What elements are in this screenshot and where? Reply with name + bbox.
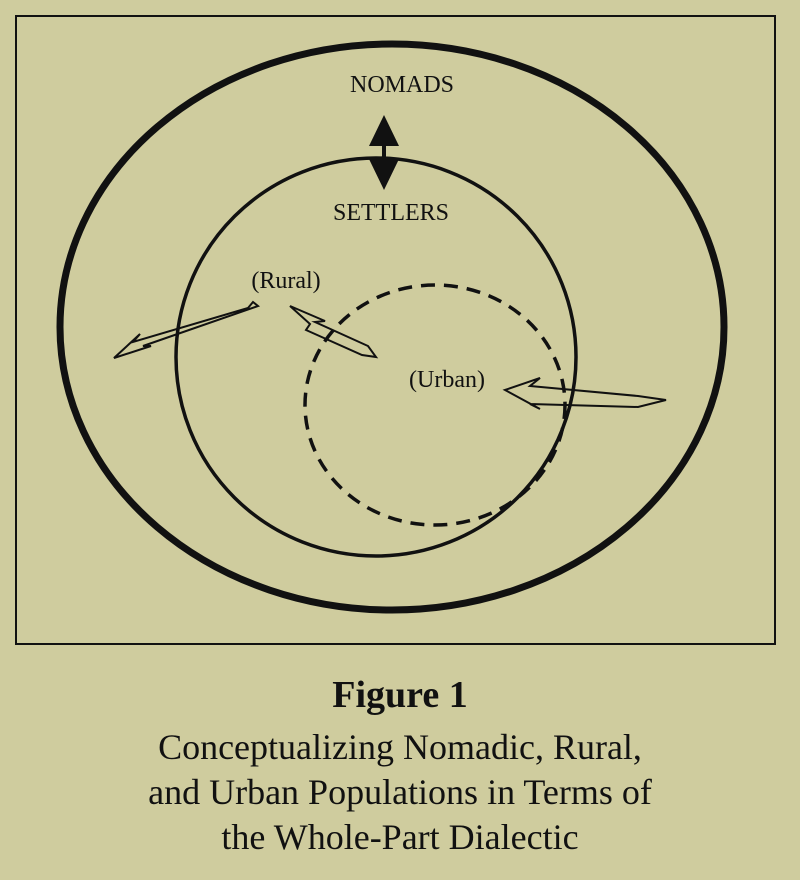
whole-part-diagram: NOMADS SETTLERS (Rural) (Urban): [56, 40, 728, 614]
urban-outer-double-arrow: [502, 377, 667, 410]
settlers-label: SETTLERS: [333, 200, 449, 226]
nomads-label: NOMADS: [350, 72, 454, 98]
rural-outer-double-arrow: [113, 300, 261, 359]
rural-urban-double-arrow: [289, 305, 379, 359]
settlers-inner-ellipse: [174, 156, 578, 558]
figure-frame: [15, 15, 776, 645]
urban-dashed-circle: [303, 283, 567, 527]
urban-label: (Urban): [409, 367, 485, 393]
rural-label: (Rural): [251, 268, 320, 294]
nomads-settlers-double-arrow: [369, 115, 399, 190]
caption-line-1: Conceptualizing Nomadic, Rural,: [158, 727, 642, 767]
nomads-outer-ellipse: [56, 40, 728, 614]
caption-line-3: the Whole-Part Dialectic: [221, 817, 579, 857]
caption-line-2: and Urban Populations in Terms of: [148, 772, 652, 812]
figure-number: Figure 1: [332, 674, 468, 716]
